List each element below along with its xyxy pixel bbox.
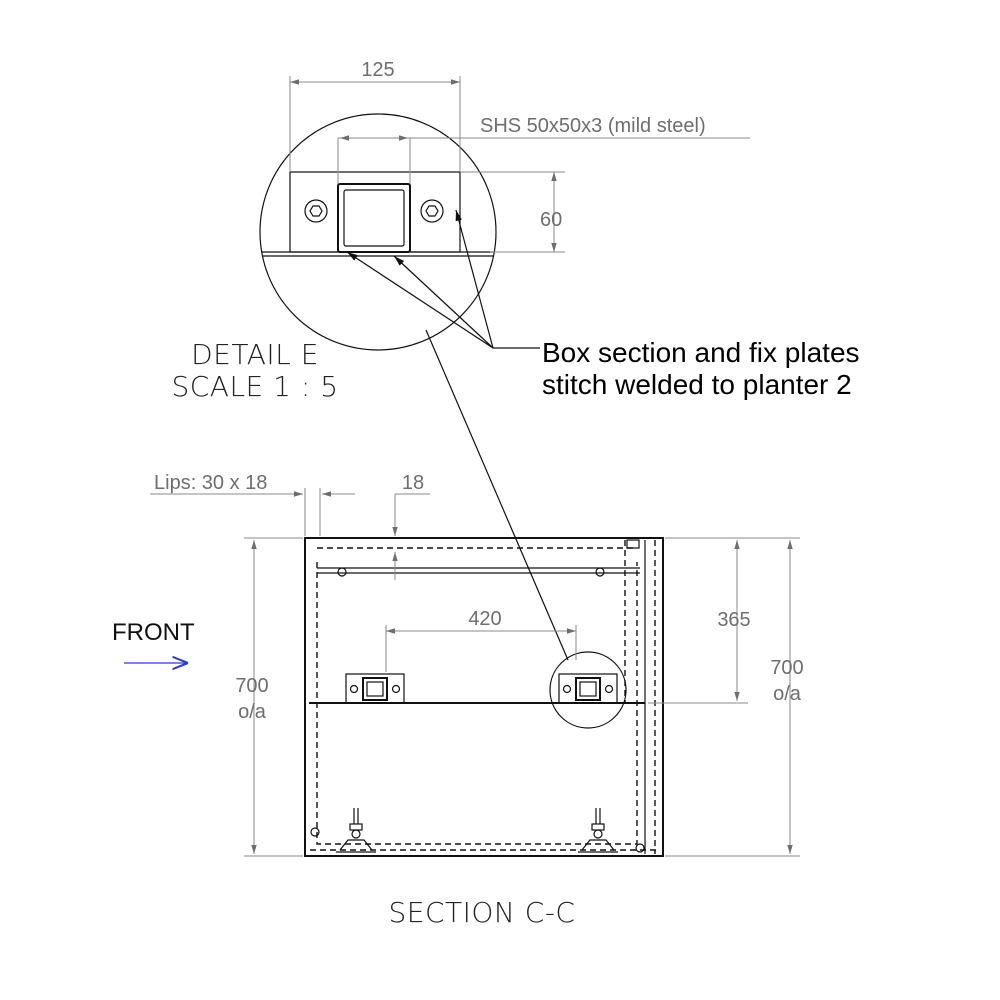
material-callout: SHS 50x50x3 (mild steel) bbox=[337, 115, 750, 184]
fix-plate-right bbox=[558, 673, 618, 704]
detail-connector-line bbox=[425, 329, 569, 661]
foot-fitting-right bbox=[578, 808, 618, 853]
dimension-700-left-value: 700 bbox=[235, 675, 268, 697]
fix-plate-left bbox=[345, 673, 405, 704]
detail-reference-circle bbox=[549, 651, 627, 729]
bolt-right bbox=[420, 199, 444, 223]
dimension-18-label: 18 bbox=[402, 472, 424, 494]
detail-scale: SCALE 1 : 5 bbox=[171, 370, 338, 403]
planter-outline bbox=[304, 537, 664, 857]
dimension-60-label: 60 bbox=[540, 209, 562, 231]
foot-fitting-left bbox=[336, 808, 376, 853]
dimension-420-label: 420 bbox=[468, 608, 501, 630]
dimension-420: 420 bbox=[385, 608, 577, 672]
detail-e: 125 SHS 50x50x3 (mild steel) 60 DETAIL E… bbox=[171, 59, 750, 403]
dimension-lips: Lips: 30 x 18 bbox=[150, 472, 355, 536]
section-c-c: Lips: 30 x 18 18 420 365 700 bbox=[150, 472, 804, 929]
detail-circle bbox=[259, 113, 497, 351]
dimension-700-right-unit: o/a bbox=[773, 683, 802, 705]
dimension-lips-label: Lips: 30 x 18 bbox=[154, 472, 267, 494]
dimension-125: 125 bbox=[289, 59, 461, 172]
front-indicator: FRONT bbox=[112, 619, 195, 663]
material-label: SHS 50x50x3 (mild steel) bbox=[480, 115, 706, 137]
weld-note: Box section and fix plates stitch welded… bbox=[346, 209, 860, 400]
dimension-700-left: 700 o/a bbox=[235, 537, 303, 857]
section-title: SECTION C-C bbox=[389, 896, 576, 929]
detail-title: DETAIL E bbox=[191, 338, 319, 371]
dimension-18: 18 bbox=[392, 472, 430, 580]
bolt-left bbox=[304, 199, 328, 223]
dimension-60: 60 bbox=[460, 171, 565, 253]
shs-box-section bbox=[337, 183, 411, 253]
front-label: FRONT bbox=[112, 619, 195, 646]
dimension-700-right-value: 700 bbox=[770, 657, 803, 679]
dimension-125-label: 125 bbox=[361, 59, 394, 81]
weld-note-line-2: stitch welded to planter 2 bbox=[542, 369, 852, 400]
weld-note-line-1: Box section and fix plates bbox=[542, 337, 860, 368]
dimension-700-right: 700 o/a bbox=[665, 537, 804, 857]
dimension-365-label: 365 bbox=[717, 609, 750, 631]
dimension-700-left-unit: o/a bbox=[238, 701, 267, 723]
